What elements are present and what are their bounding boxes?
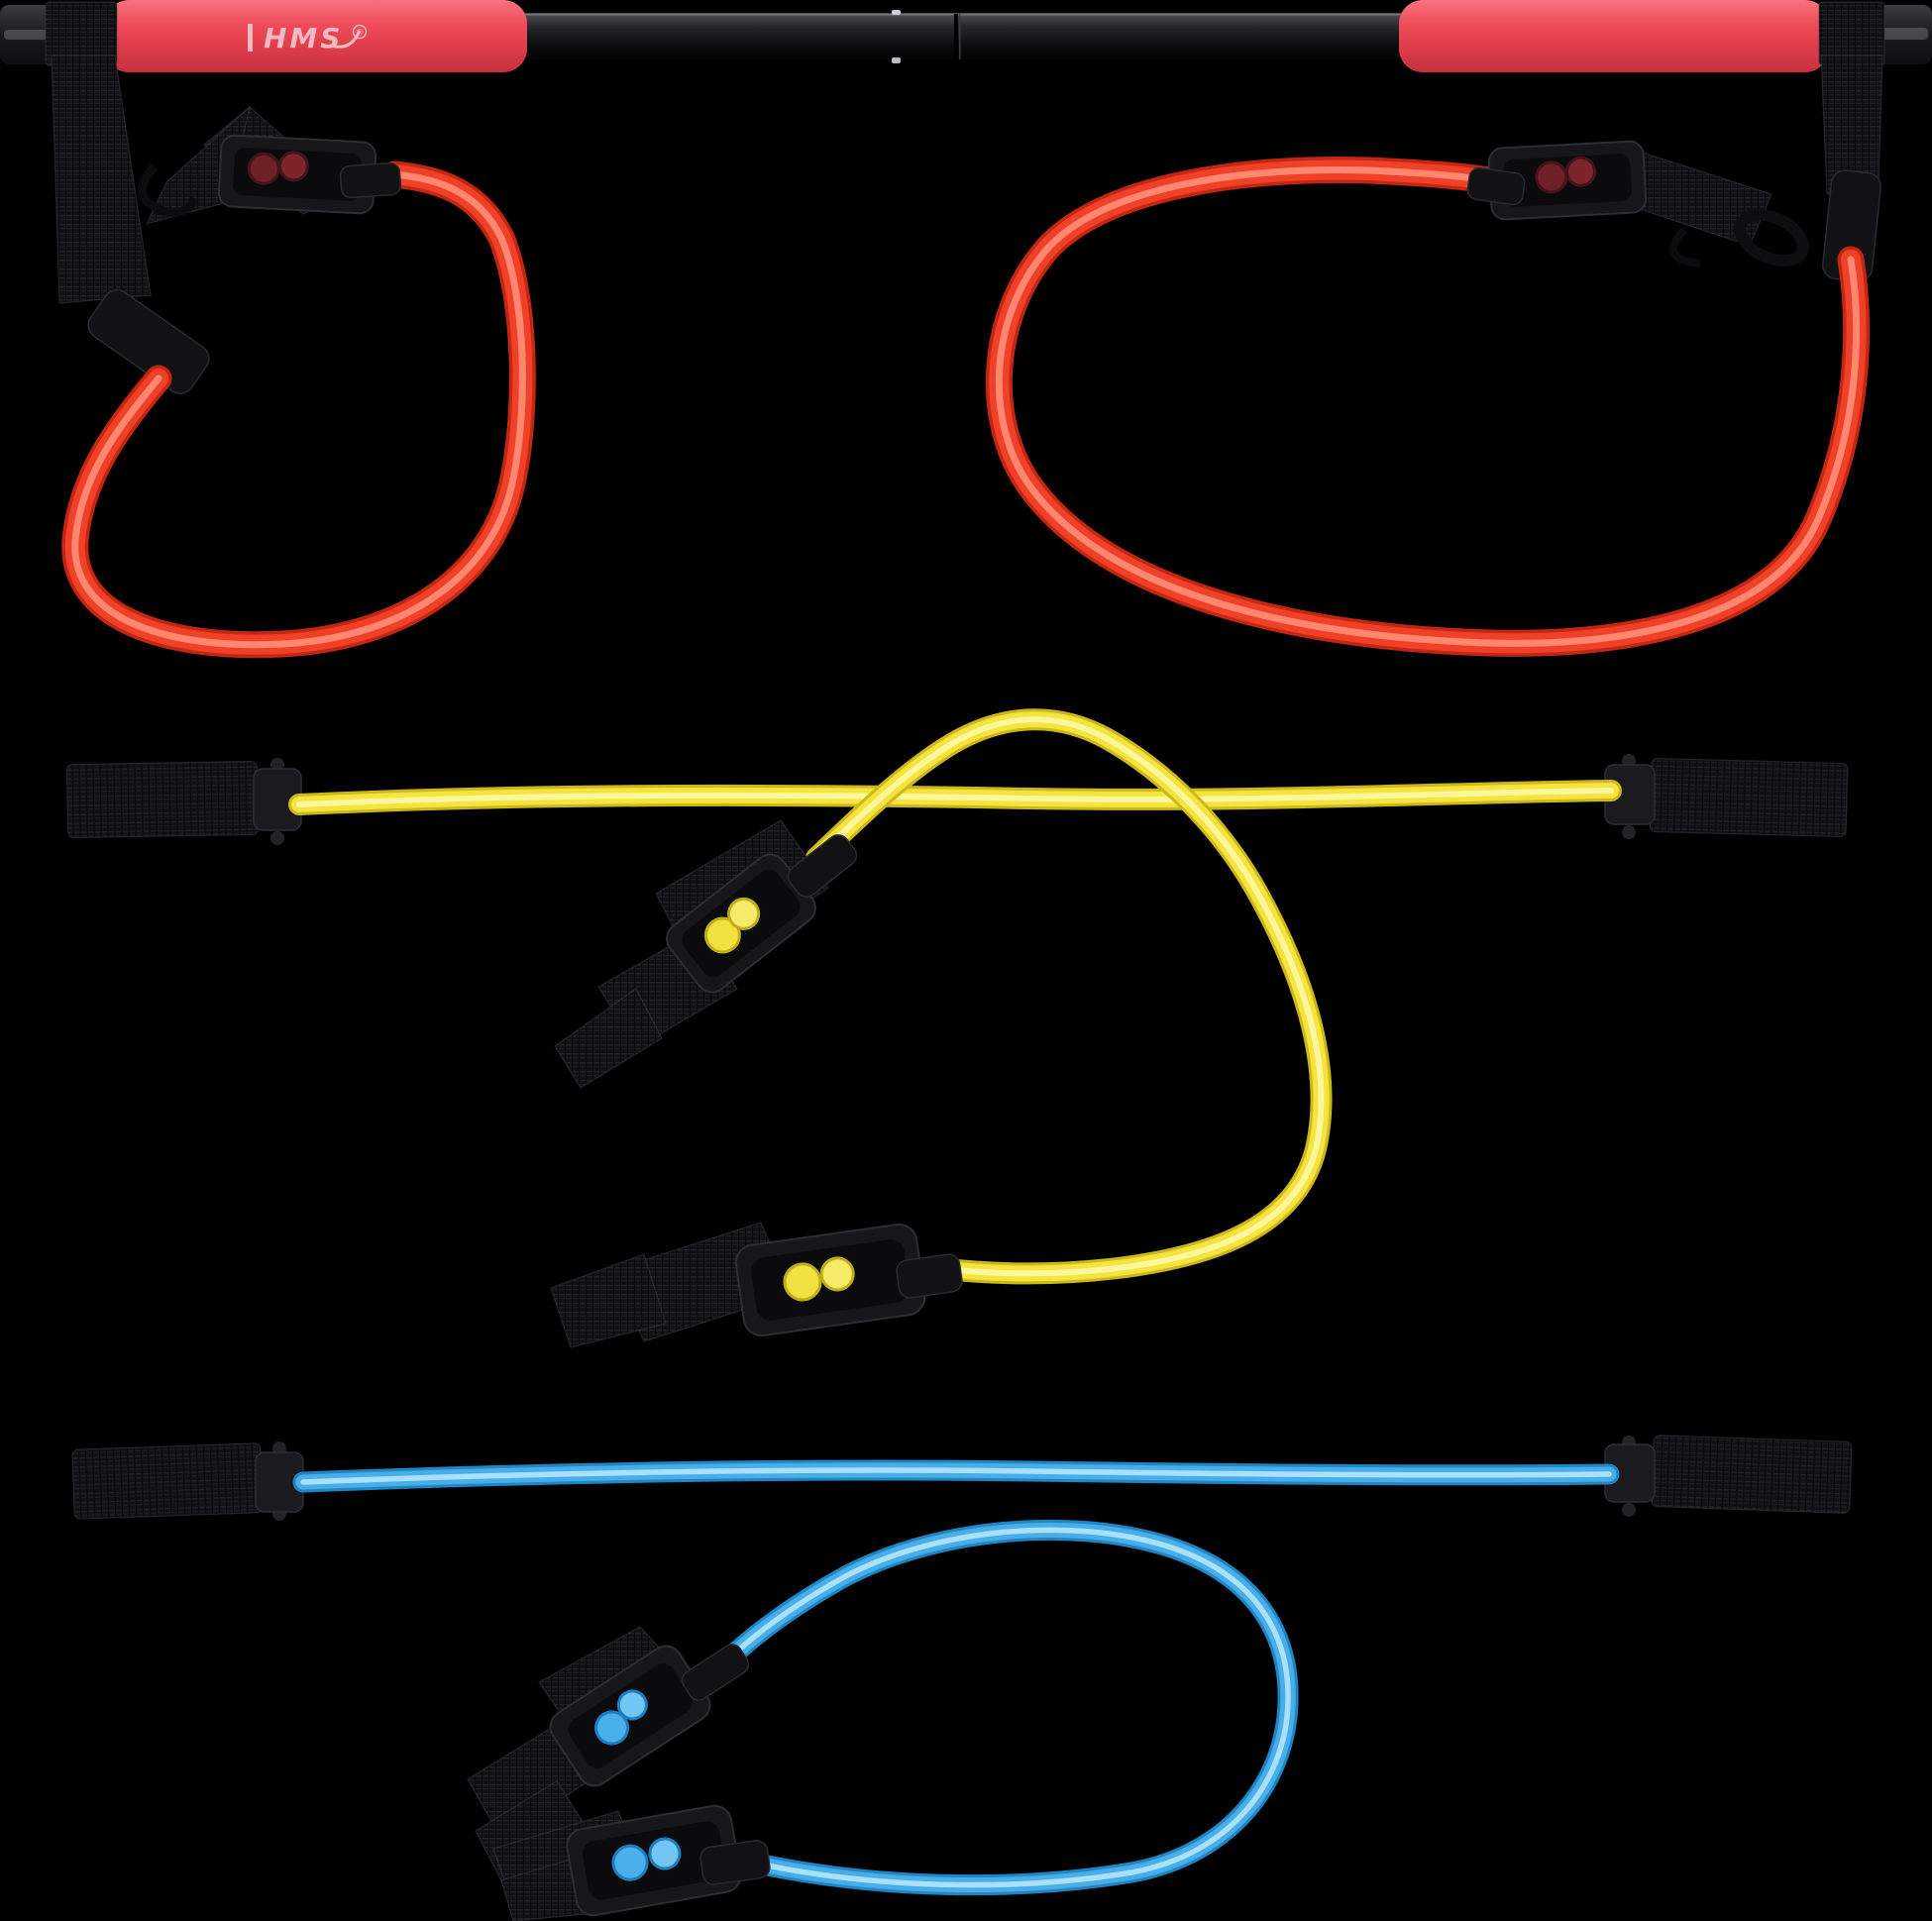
brand-logo: HMS ® — [248, 22, 368, 54]
yellow-tube-straight — [288, 780, 1622, 815]
bar-end-cap-left — [0, 5, 57, 64]
tube-bead — [648, 1837, 682, 1870]
logo-registered-circle — [352, 24, 368, 40]
red-band-left — [51, 54, 536, 659]
connector-nub — [1622, 825, 1636, 839]
blue-tube-loop — [685, 1519, 1299, 1896]
webbing-strap-right — [1649, 757, 1849, 838]
grip-bead — [277, 151, 309, 182]
logo-registered-mark: ® — [356, 29, 365, 39]
bar-glint-bottom — [892, 57, 901, 63]
webbing-strap-right — [1651, 1435, 1853, 1514]
yellow-clip-lower — [550, 1222, 963, 1348]
bar-end-cap-right-streak — [1878, 28, 1928, 40]
tube-sleeve — [339, 161, 402, 199]
logo-swoosh — [330, 30, 362, 49]
tube-sleeve — [1466, 166, 1526, 206]
tube-bead — [594, 1710, 630, 1746]
yellow-clip-upper — [554, 819, 858, 1089]
logo-prefix-bar — [248, 24, 253, 52]
red-band-right — [985, 54, 1883, 657]
tube-sleeve — [87, 289, 210, 394]
connector-nub — [270, 831, 284, 845]
blue-tube-straight — [292, 1459, 1620, 1493]
yellow-tube-loop — [805, 708, 1333, 1285]
clip-strap-arm — [1624, 150, 1772, 247]
clip-strap-tail — [554, 988, 663, 1089]
connector-nub — [1622, 1503, 1636, 1517]
red-tube-right — [985, 156, 1871, 657]
hanging-strap-left — [51, 54, 152, 304]
bar-top-highlight — [0, 13, 1932, 16]
clip-cord-loop — [137, 162, 199, 217]
clip-strap-tail — [550, 1253, 667, 1348]
bar-glint-top — [892, 10, 901, 15]
webbing-strap-left — [71, 1442, 264, 1520]
tube-sleeve — [681, 1644, 750, 1701]
blue-clip-lower — [492, 1804, 771, 1921]
grip-bead — [1565, 156, 1597, 187]
tube-bead — [727, 897, 761, 930]
bar-center-joint-edge — [959, 14, 961, 59]
tube-bead — [616, 1689, 648, 1721]
tube-sleeve — [787, 834, 858, 898]
red-tube-left — [61, 160, 536, 659]
tube-bead — [819, 1256, 855, 1292]
red-clip-left — [137, 105, 402, 225]
yellow-band — [65, 708, 1849, 1348]
bar-end-cap-right — [1875, 5, 1932, 64]
grip-bead — [247, 152, 280, 185]
bar-end-cap-left-streak — [4, 30, 54, 40]
blue-band — [71, 1435, 1853, 1921]
webbing-strap-left — [65, 760, 260, 839]
tube-sleeve — [896, 1253, 963, 1299]
grip-bead — [1535, 160, 1568, 194]
clip-strap-hook — [1734, 208, 1809, 267]
tube-bead — [611, 1844, 649, 1881]
clip-cord-loop — [1669, 227, 1701, 267]
tube-bead — [783, 1262, 822, 1302]
logo-text: HMS — [264, 22, 343, 54]
foam-grip-right — [1399, 0, 1829, 72]
pilates-bar-assembly: HMS ® — [0, 0, 1932, 72]
tube-sleeve — [699, 1840, 771, 1885]
bar-center-joint — [954, 14, 958, 59]
red-clip-right — [1466, 140, 1809, 267]
foam-grip-left — [105, 0, 527, 72]
